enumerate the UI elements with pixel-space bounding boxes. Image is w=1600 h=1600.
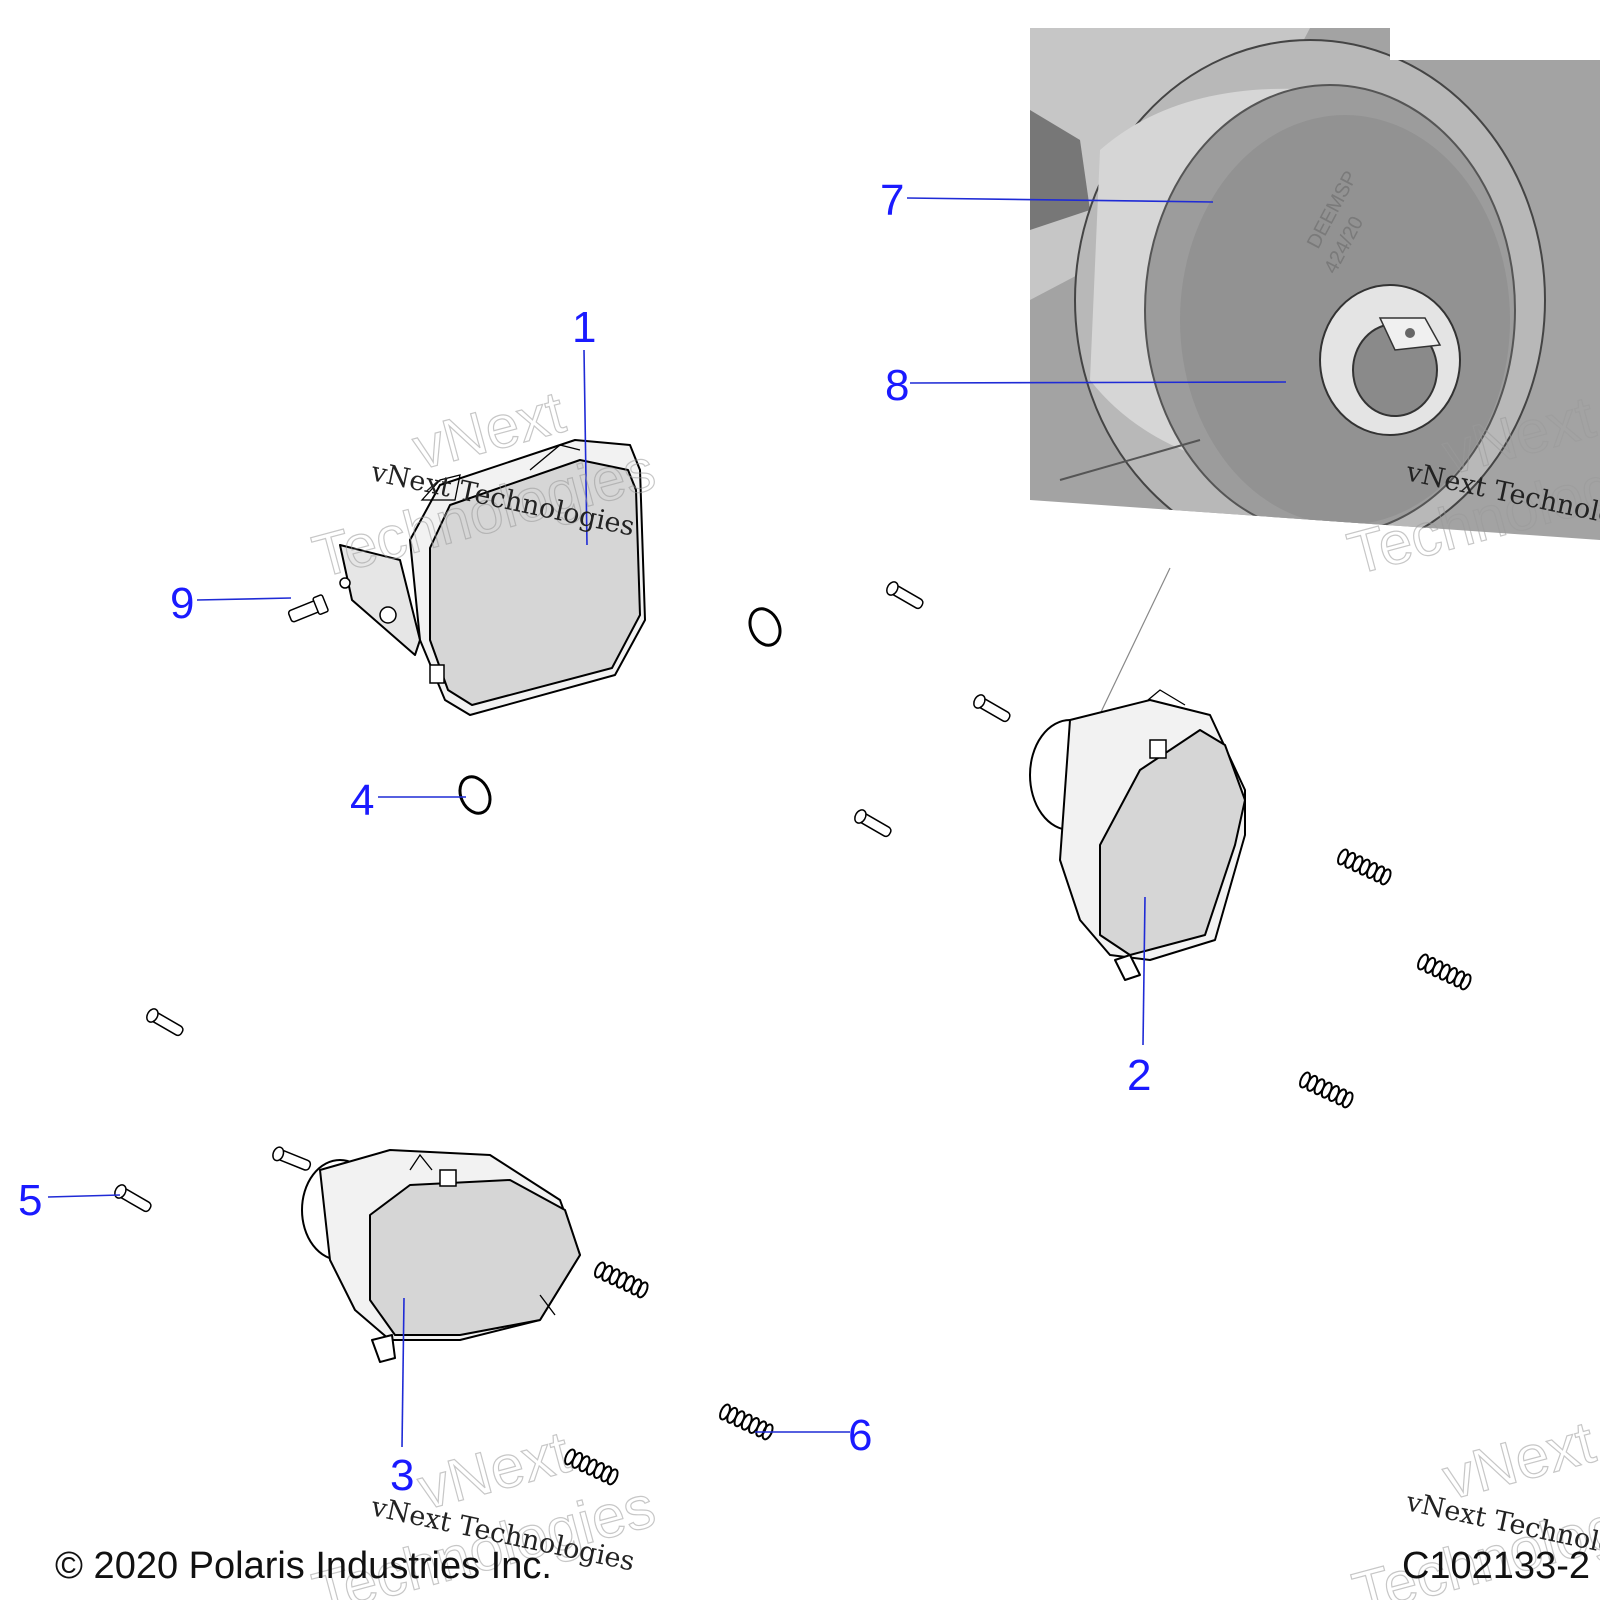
screw [851,807,895,841]
o-ring [458,775,492,815]
headlight-assembly-3 [301,1149,581,1363]
callout-6: 6 [848,1411,872,1460]
headlight-assembly-2 [1029,689,1246,981]
callout-1: 1 [572,303,596,352]
screw [883,579,927,613]
leader-lines [47,197,1287,1448]
screw [270,1144,314,1174]
spring [716,1402,776,1442]
figure-id: C102133-2 [1402,1545,1590,1587]
callout-7: 7 [880,176,904,225]
mounting-pin [287,594,329,623]
callout-8: 8 [885,361,909,410]
callout-9: 9 [170,579,194,628]
inset-detail-view: DEEMSP 424/20 [1030,28,1600,736]
screw [970,692,1014,726]
spring [591,1260,651,1300]
callout-2: 2 [1127,1051,1151,1100]
spring [1296,1070,1356,1110]
screw [143,1006,187,1040]
spring [1334,847,1394,887]
callout-3: 3 [390,1451,414,1500]
spring [1414,952,1474,992]
o-ring [748,607,782,647]
callout-numbers: 1 2 3 4 5 6 7 8 9 [18,176,1151,1500]
copyright-text: © 2020 Polaris Industries Inc. [55,1545,552,1587]
screw [111,1182,155,1216]
callout-4: 4 [350,776,374,825]
callout-5: 5 [18,1176,42,1225]
